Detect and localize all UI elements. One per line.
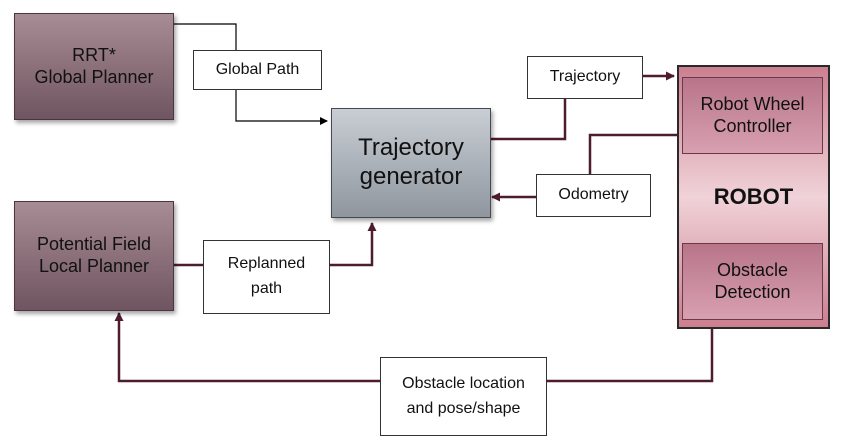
obstacle-label: Obstacle xyxy=(716,259,789,280)
obstacle-connector-2 xyxy=(114,312,380,383)
obstacle-location-label-box: Obstacle location and pose/shape xyxy=(380,357,547,436)
robot-wheel-label: Robot Wheel xyxy=(700,93,805,114)
trajectory-connector xyxy=(491,99,567,141)
odometry-label-box: Odometry xyxy=(536,174,651,217)
trajectory-label-box: Trajectory xyxy=(527,56,643,99)
odometry-label: Odometry xyxy=(558,186,629,204)
trajectory-generator-block: Trajectory generator xyxy=(331,108,491,218)
replanned-label: Replanned xyxy=(227,255,306,273)
rrt-global-planner-block: RRT* Global Planner xyxy=(14,13,174,120)
robot-title: ROBOT xyxy=(713,183,794,209)
global-planner-label: Global Planner xyxy=(34,66,154,87)
replanned-path-label-box: Replanned path xyxy=(203,240,330,314)
obstacle-connector xyxy=(547,321,714,383)
path-label: path xyxy=(250,280,283,297)
pose-shape-label: and pose/shape xyxy=(406,399,521,417)
replanned-path-connector-2 xyxy=(330,222,377,267)
controller-label: Controller xyxy=(713,115,792,136)
trajectory-generator-label-1: Trajectory xyxy=(358,134,464,162)
global-path-label-box: Global Path xyxy=(193,50,322,90)
potential-field-local-planner-block: Potential Field Local Planner xyxy=(14,201,174,311)
odometry-connector xyxy=(588,133,682,174)
obstacle-location-label: Obstacle location xyxy=(402,374,525,392)
local-planner-label: Local Planner xyxy=(38,256,150,276)
detection-label: Detection xyxy=(714,281,791,302)
robot-wheel-controller-block: Robot Wheel Controller xyxy=(682,77,823,154)
trajectory-generator-label-2: generator xyxy=(359,163,463,190)
rrt-label: RRT* xyxy=(72,44,116,65)
potential-field-label: Potential Field xyxy=(36,234,152,255)
obstacle-detection-block: Obstacle Detection xyxy=(682,243,823,320)
trajectory-label: Trajectory xyxy=(549,68,621,86)
global-path-label: Global Path xyxy=(215,60,300,78)
